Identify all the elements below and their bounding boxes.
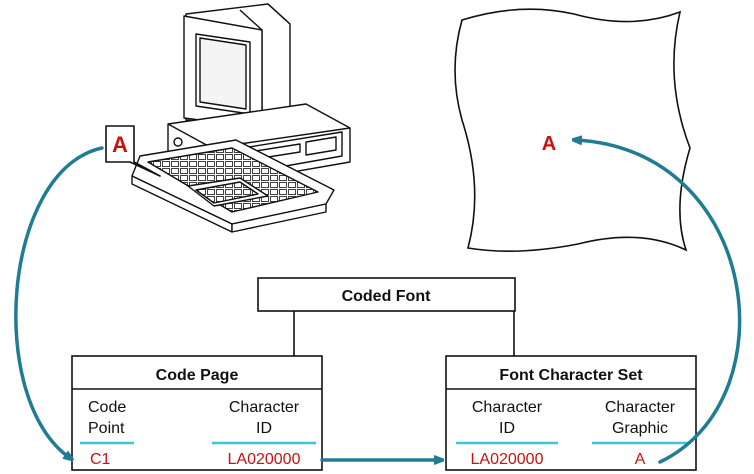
coded-font-title: Coded Font <box>342 288 432 305</box>
tree-connectors <box>293 311 515 356</box>
code-page-char-id: LA020000 <box>228 451 301 468</box>
arrow-graphic-to-page <box>576 140 742 464</box>
fcs-col1-header-line2: ID <box>499 420 515 437</box>
keyboard-key-callout: A <box>105 125 161 177</box>
fcs-col1-header-line1: Character <box>472 399 543 416</box>
font-character-set-title: Font Character Set <box>499 367 643 384</box>
flow-arrows <box>14 140 742 464</box>
fcs-char-id: LA020000 <box>471 451 544 468</box>
code-page-col1-header-line2: Point <box>88 420 125 437</box>
arrow-key-to-code-point <box>14 146 104 458</box>
keyboard-key-char: A <box>112 132 128 157</box>
fcs-graphic: A <box>635 451 646 468</box>
fcs-col2-header-line2: Graphic <box>612 420 668 437</box>
coded-font-box: Coded Font <box>257 277 516 312</box>
code-page-col2-header-line2: ID <box>256 420 272 437</box>
fcs-col2-header-line1: Character <box>605 399 676 416</box>
code-page-title: Code Page <box>156 367 239 384</box>
font-character-set-table: Font Character Set Character ID Characte… <box>445 355 697 471</box>
computer-icon <box>131 3 351 233</box>
code-page-code-point: C1 <box>90 451 111 468</box>
code-page-col1-header-line1: Code <box>88 399 126 416</box>
printed-page-icon <box>454 8 691 252</box>
code-page-col2-header-line1: Character <box>229 399 300 416</box>
printed-char: A <box>542 133 556 155</box>
code-page-table: Code Page Code Point Character ID C1 LA0… <box>71 355 323 471</box>
